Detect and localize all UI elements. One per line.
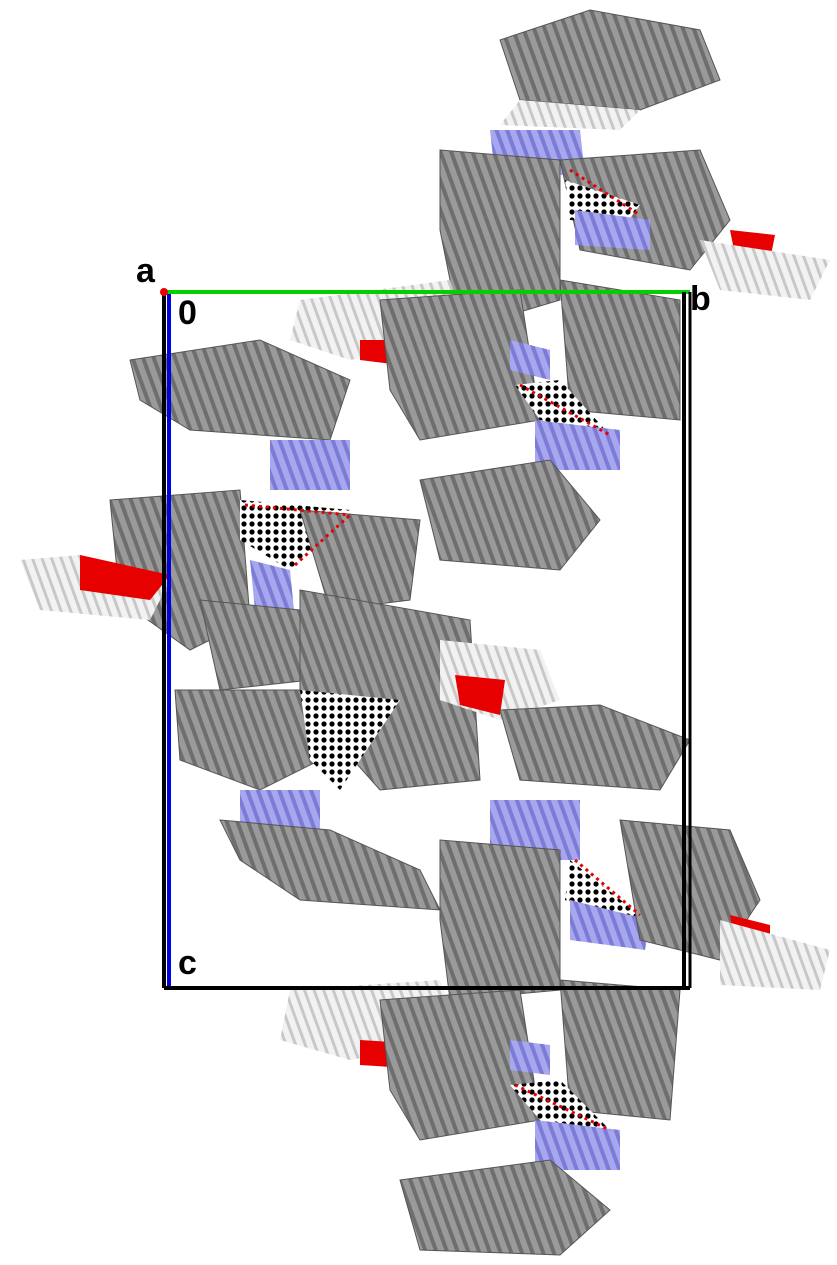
axis-label-b: b xyxy=(690,280,711,318)
hydrogen-bond-contacts xyxy=(244,168,641,1132)
axis-label-a: a xyxy=(136,252,155,290)
origin-label: 0 xyxy=(178,294,197,332)
molecule-stack-bottom xyxy=(280,704,830,1256)
axis-label-c: c xyxy=(178,944,197,982)
unit-cell xyxy=(160,288,692,990)
molecule-stack-middle xyxy=(20,339,560,911)
